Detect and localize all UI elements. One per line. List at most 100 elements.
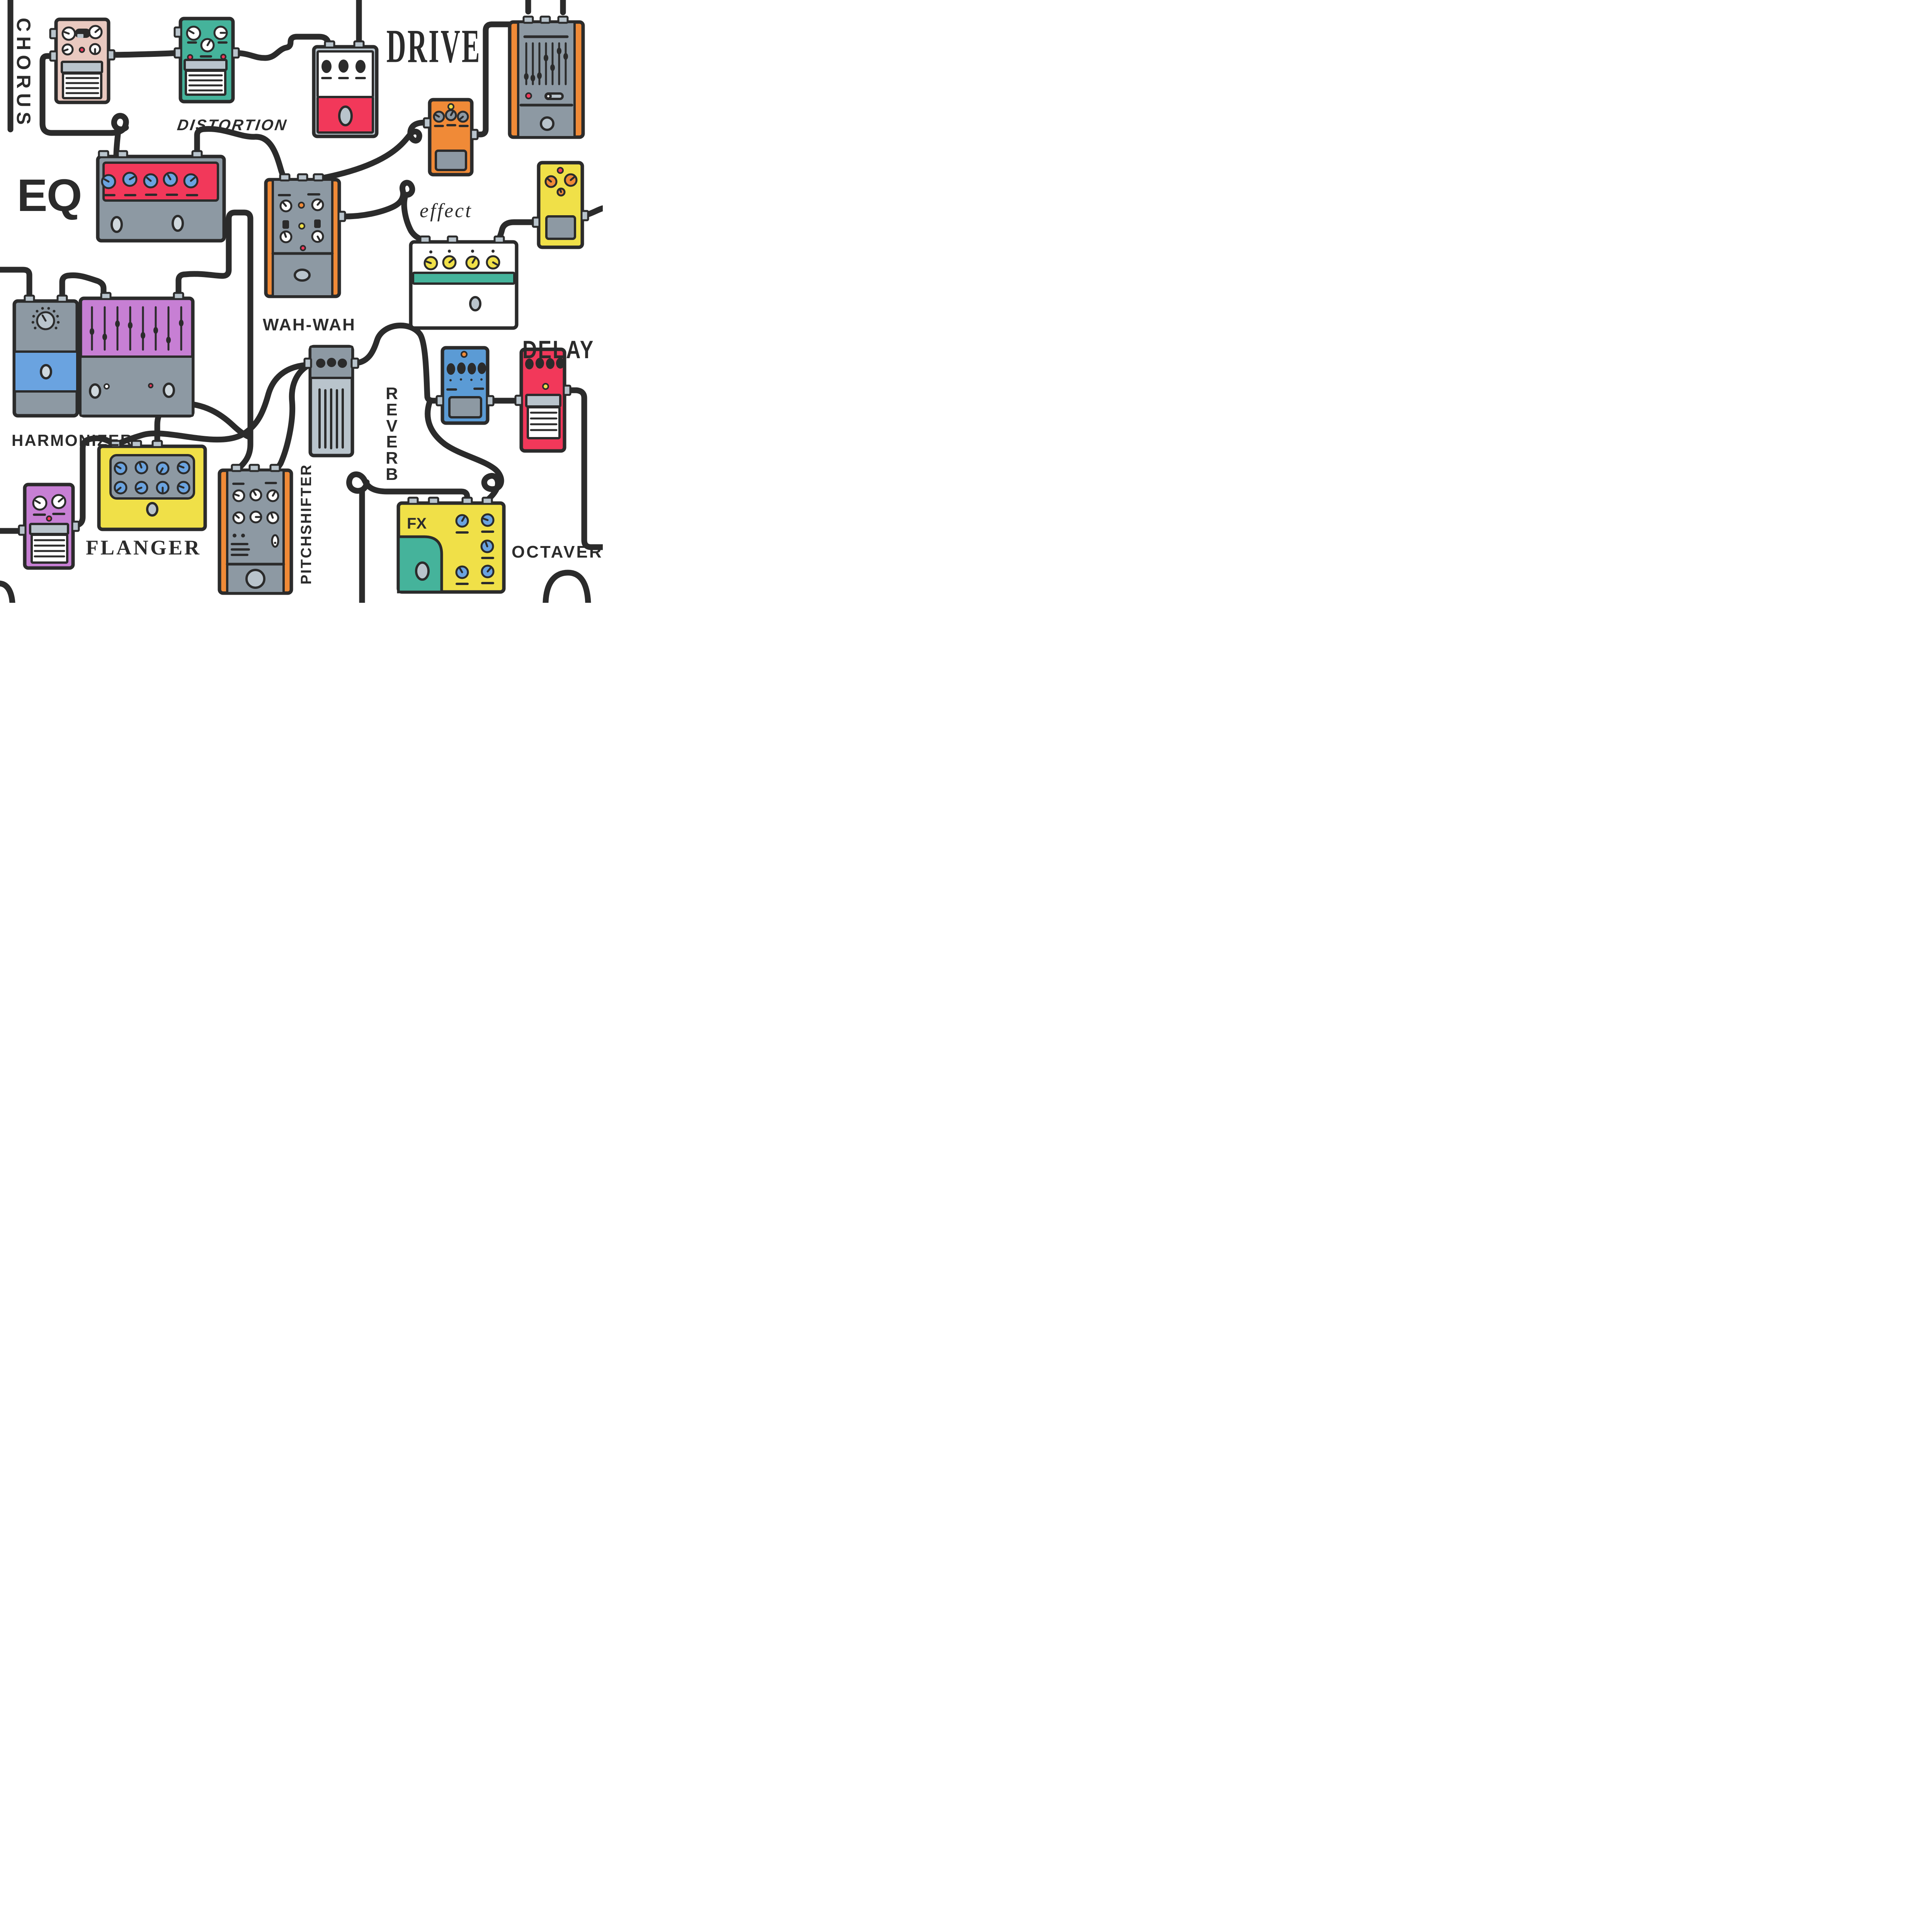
led bbox=[104, 383, 110, 389]
panel bbox=[62, 72, 102, 99]
panel bbox=[79, 355, 194, 417]
label-delay: DELAY bbox=[522, 336, 595, 364]
label-octaver: OCTAVER bbox=[512, 543, 603, 561]
slider-handle bbox=[537, 72, 542, 79]
pedal-harmonizer bbox=[12, 294, 79, 418]
knob-pointer bbox=[253, 490, 257, 496]
knob-pointer bbox=[282, 202, 287, 207]
pedalboard-illustration: FX CHORUS DISTORTION DRIVE EQ effect DEL… bbox=[0, 0, 603, 603]
knob-tick bbox=[36, 310, 39, 313]
led bbox=[525, 92, 532, 99]
dot bbox=[327, 358, 336, 367]
knob-pointer bbox=[34, 500, 41, 504]
jack bbox=[514, 395, 523, 406]
panel bbox=[31, 534, 68, 564]
footswitch bbox=[540, 116, 554, 131]
jack bbox=[353, 40, 365, 49]
jack bbox=[173, 292, 184, 300]
panel bbox=[102, 162, 219, 202]
knob-pointer bbox=[139, 463, 143, 469]
jack bbox=[522, 15, 534, 24]
led bbox=[300, 245, 306, 251]
pedal-distortion bbox=[173, 17, 240, 104]
pedal-reverb-red bbox=[514, 347, 571, 453]
jack bbox=[423, 117, 432, 129]
panel bbox=[109, 454, 195, 500]
slider-handle bbox=[141, 332, 145, 339]
pedal-drive-eq bbox=[508, 15, 585, 139]
led bbox=[148, 383, 153, 388]
knob-pointer bbox=[235, 514, 240, 519]
label-eq: EQ bbox=[17, 170, 82, 221]
panel bbox=[61, 61, 103, 74]
dot bbox=[471, 250, 474, 253]
knob-pointer bbox=[58, 497, 63, 503]
button bbox=[314, 219, 321, 228]
jack bbox=[539, 15, 551, 24]
knob-pointer bbox=[435, 114, 440, 118]
knob bbox=[536, 358, 544, 369]
jack bbox=[337, 211, 346, 222]
pedal-yellow-mini bbox=[532, 161, 589, 249]
patch-cable bbox=[0, 580, 15, 603]
label-pitchshifter: PITCHSHIFTER bbox=[298, 464, 315, 585]
led bbox=[220, 54, 226, 60]
knob-tick bbox=[34, 327, 37, 330]
knob-pointer bbox=[206, 40, 211, 46]
knob-tick bbox=[47, 307, 50, 310]
led bbox=[542, 383, 549, 390]
jack bbox=[49, 50, 58, 62]
jack bbox=[563, 384, 571, 396]
patch-cable bbox=[425, 399, 504, 505]
patch-cable bbox=[107, 50, 182, 58]
knob-pointer bbox=[63, 31, 70, 35]
toggle-dot bbox=[274, 542, 276, 544]
dot bbox=[492, 250, 495, 253]
patch-cable bbox=[70, 435, 118, 529]
knob-pointer bbox=[486, 567, 492, 573]
knob-pointer bbox=[483, 517, 489, 521]
jack bbox=[557, 15, 569, 24]
jack bbox=[49, 28, 58, 39]
knob-pointer bbox=[316, 201, 321, 206]
knob-pointer bbox=[270, 513, 274, 519]
pedal-mod-center bbox=[264, 173, 346, 298]
knob-pointer bbox=[63, 48, 69, 52]
led bbox=[298, 223, 305, 230]
dot bbox=[233, 534, 236, 537]
footswitch bbox=[448, 396, 482, 418]
jack bbox=[71, 520, 80, 532]
knob-pointer bbox=[41, 314, 47, 322]
slider-handle bbox=[153, 327, 158, 334]
knob bbox=[525, 359, 534, 369]
knob-pointer bbox=[179, 465, 185, 469]
patch-cable bbox=[194, 126, 287, 181]
slider-handle bbox=[115, 320, 120, 327]
footswitch bbox=[338, 105, 353, 126]
knob-tick bbox=[31, 321, 34, 324]
toggle-switch bbox=[271, 534, 279, 548]
led bbox=[46, 515, 52, 522]
knob bbox=[468, 363, 476, 374]
dot bbox=[470, 379, 473, 381]
knob-tick bbox=[57, 321, 60, 324]
jack bbox=[461, 497, 473, 505]
panel bbox=[77, 34, 83, 38]
knob-pointer bbox=[94, 28, 100, 33]
pedal-reverb-blue bbox=[435, 346, 495, 425]
label-flanger: FLANGER bbox=[86, 536, 202, 559]
knob-pointer bbox=[272, 491, 276, 497]
knob-tick bbox=[54, 327, 58, 330]
label-distortion: DISTORTION bbox=[176, 117, 289, 134]
knob bbox=[447, 363, 455, 375]
footswitch bbox=[545, 215, 576, 240]
jack bbox=[447, 235, 458, 244]
slider-handle bbox=[531, 75, 535, 82]
label-drive: DRIVE bbox=[386, 20, 481, 73]
jack bbox=[131, 440, 142, 448]
slider-handle bbox=[166, 337, 171, 344]
jack bbox=[98, 150, 109, 158]
knob-pointer bbox=[284, 232, 287, 238]
knob-pointer bbox=[146, 177, 152, 182]
patch-cable bbox=[317, 119, 432, 182]
